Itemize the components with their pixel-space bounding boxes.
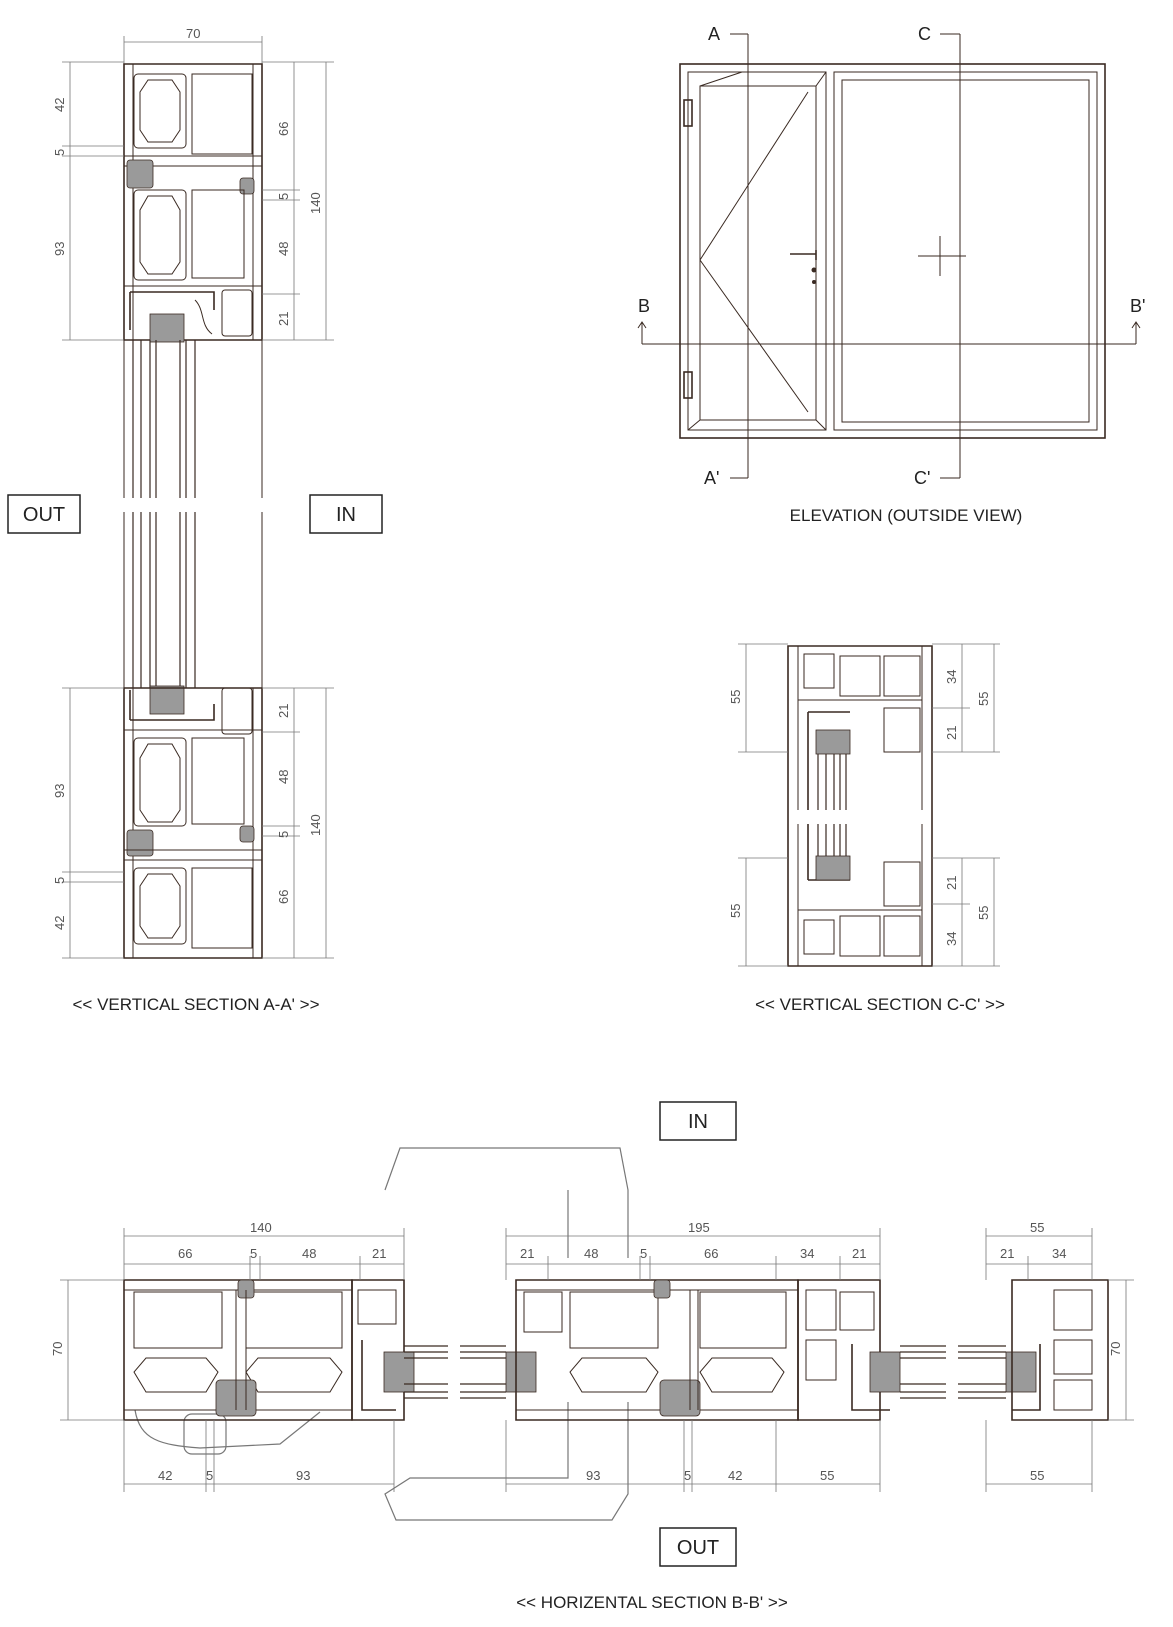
aa-left-dim-5: 5 xyxy=(52,877,67,884)
cc-right-dim-3: 21 xyxy=(944,876,959,890)
aa-right-dim-8: 66 xyxy=(276,890,291,904)
bb-top-left-part-2: 5 xyxy=(250,1246,257,1261)
in-label-bottom: IN xyxy=(688,1111,708,1133)
bb-top-left-part-4: 21 xyxy=(372,1246,386,1261)
bb-bottom-right: 55 xyxy=(1030,1468,1044,1483)
aa-right-dim-6: 48 xyxy=(276,770,291,784)
door-handle-icon xyxy=(790,250,817,260)
bb-top-mid-total: 195 xyxy=(688,1220,710,1235)
aa-left-dim-3: 93 xyxy=(52,242,67,256)
bb-top-right-total: 55 xyxy=(1030,1220,1044,1235)
bb-top-mid-part-1: 21 xyxy=(520,1246,534,1261)
bb-bottom-mid-3: 42 xyxy=(728,1468,742,1483)
bb-bottom-mid-1: 93 xyxy=(586,1468,600,1483)
lever-handle-icon xyxy=(384,1147,629,1521)
aa-right-dim-2: 5 xyxy=(276,193,291,200)
cc-left-dim-1: 55 xyxy=(728,690,743,704)
vertical-section-cc: 55 55 34 21 21 34 55 55 << VERTICAL SECT… xyxy=(728,643,1005,1014)
bb-top-mid-part-5: 34 xyxy=(800,1246,814,1261)
bb-top-left-part-3: 48 xyxy=(302,1246,316,1261)
aa-width-dim: 70 xyxy=(186,26,200,41)
bb-bottom-left-1: 42 xyxy=(158,1468,172,1483)
horizontal-section-bb: IN OUT xyxy=(50,1101,1134,1612)
bb-side-right: 70 xyxy=(1108,1342,1123,1356)
marker-a: A xyxy=(708,24,720,44)
out-label-bottom: OUT xyxy=(677,1537,719,1559)
out-label-box-bottom xyxy=(659,1527,737,1567)
cc-outer-dim-1: 55 xyxy=(976,692,991,706)
aa-outer-dim-1: 140 xyxy=(308,192,323,214)
out-label-left: OUT xyxy=(23,504,65,526)
aa-right-dim-5: 21 xyxy=(276,704,291,718)
cc-right-dim-1: 34 xyxy=(944,670,959,684)
caption-section-aa: << VERTICAL SECTION A-A' >> xyxy=(72,995,319,1014)
bb-side-left: 70 xyxy=(50,1342,65,1356)
cc-outer-dim-2: 55 xyxy=(976,906,991,920)
marker-b: B xyxy=(638,296,650,316)
bb-top-mid-part-3: 5 xyxy=(640,1246,647,1261)
aa-left-dim-2: 5 xyxy=(52,149,67,156)
aa-outer-dim-2: 140 xyxy=(308,814,323,836)
marker-a-prime: A' xyxy=(704,468,719,488)
cc-right-dim-4: 34 xyxy=(944,932,959,946)
elevation-view: A A' C C' B B' ELEVATION (OUTSIDE VIEW) xyxy=(637,24,1145,525)
bb-bottom-left-2: 5 xyxy=(206,1468,213,1483)
caption-section-bb: << HORIZENTAL SECTION B-B' >> xyxy=(516,1593,788,1612)
out-label-box-left xyxy=(7,494,81,534)
aa-right-dim-3: 48 xyxy=(276,242,291,256)
aa-left-dim-6: 42 xyxy=(52,916,67,930)
bb-bottom-left-3: 93 xyxy=(296,1468,310,1483)
cc-left-dim-2: 55 xyxy=(728,904,743,918)
marker-c: C xyxy=(918,24,931,44)
marker-b-prime: B' xyxy=(1130,296,1145,316)
bb-top-left-part-1: 66 xyxy=(178,1246,192,1261)
elevation-outer-frame xyxy=(679,63,1106,439)
caption-elevation: ELEVATION (OUTSIDE VIEW) xyxy=(790,506,1023,525)
cc-right-dim-2: 21 xyxy=(944,726,959,740)
aa-right-dim-7: 5 xyxy=(276,831,291,838)
bb-top-right-part-2: 34 xyxy=(1052,1246,1066,1261)
vertical-section-aa: 70 xyxy=(7,26,383,1014)
in-label-left: IN xyxy=(336,504,356,526)
bb-top-mid-part-2: 48 xyxy=(584,1246,598,1261)
marker-c-prime: C' xyxy=(914,468,930,488)
bb-top-mid-part-4: 66 xyxy=(704,1246,718,1261)
aa-left-dim-4: 93 xyxy=(52,784,67,798)
bb-top-mid-part-6: 21 xyxy=(852,1246,866,1261)
in-label-box-bottom xyxy=(659,1101,737,1141)
bb-top-left-total: 140 xyxy=(250,1220,272,1235)
caption-section-cc: << VERTICAL SECTION C-C' >> xyxy=(755,995,1005,1014)
aa-right-dim-4: 21 xyxy=(276,312,291,326)
aa-left-dim-1: 42 xyxy=(52,98,67,112)
bb-bottom-mid-2: 5 xyxy=(684,1468,691,1483)
in-label-box-left xyxy=(309,494,383,534)
aa-right-dim-1: 66 xyxy=(276,122,291,136)
bb-bottom-mid-4: 55 xyxy=(820,1468,834,1483)
bb-top-right-part-1: 21 xyxy=(1000,1246,1014,1261)
